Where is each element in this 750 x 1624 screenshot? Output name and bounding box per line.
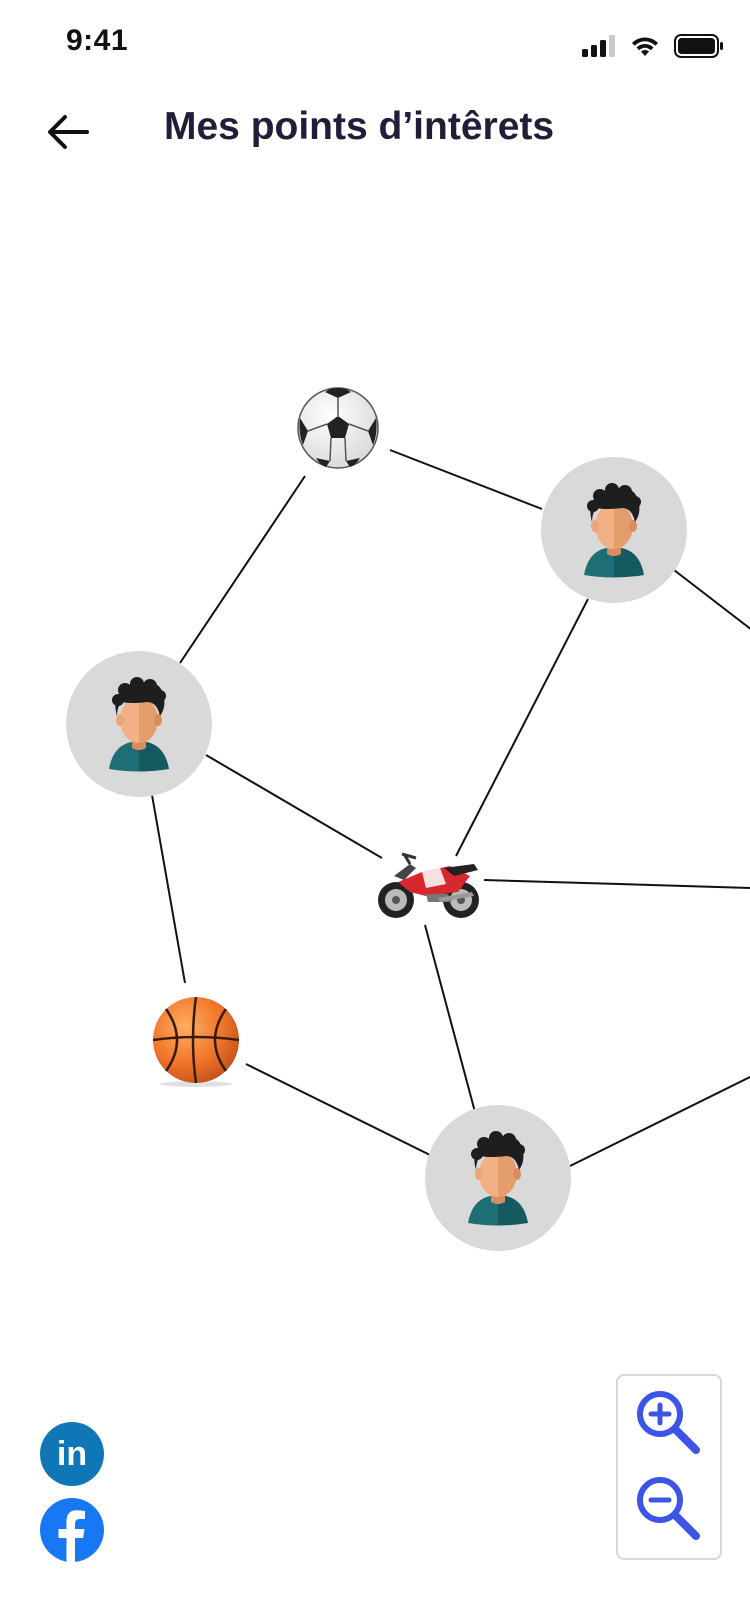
back-button[interactable] bbox=[44, 108, 92, 156]
zoom-out-button[interactable] bbox=[632, 1472, 706, 1546]
motorcycle-icon[interactable] bbox=[378, 852, 479, 918]
status-time: 9:41 bbox=[66, 24, 129, 57]
status-icons bbox=[582, 30, 724, 62]
edge bbox=[389, 449, 543, 510]
person-avatar-icon[interactable] bbox=[541, 457, 687, 603]
soccer-ball-icon[interactable] bbox=[297, 387, 379, 469]
edge bbox=[424, 924, 476, 1113]
zoom-in-icon bbox=[637, 1391, 700, 1454]
battery-icon bbox=[674, 34, 723, 58]
wifi-icon bbox=[632, 37, 658, 56]
edge bbox=[455, 598, 589, 857]
edge bbox=[569, 1075, 750, 1167]
person-avatar-icon[interactable] bbox=[66, 651, 212, 797]
edge bbox=[179, 475, 306, 664]
zoom-out-icon bbox=[637, 1477, 700, 1540]
zoom-controls bbox=[616, 1374, 722, 1560]
facebook-button[interactable] bbox=[40, 1498, 104, 1562]
basketball-icon[interactable] bbox=[152, 996, 240, 1087]
signal-icon bbox=[582, 35, 615, 57]
person-avatar-icon[interactable] bbox=[425, 1105, 571, 1251]
arrow-left-icon bbox=[48, 115, 89, 149]
linkedin-button[interactable]: in bbox=[40, 1422, 104, 1486]
linkedin-label: in bbox=[56, 1434, 88, 1473]
edge bbox=[205, 754, 383, 859]
edge bbox=[483, 879, 750, 889]
edge bbox=[673, 569, 750, 630]
edge bbox=[151, 794, 186, 984]
edge bbox=[245, 1063, 431, 1156]
zoom-in-button[interactable] bbox=[632, 1386, 706, 1460]
page-title: Mes points d’intêrets bbox=[164, 105, 555, 148]
facebook-icon bbox=[58, 1510, 85, 1562]
